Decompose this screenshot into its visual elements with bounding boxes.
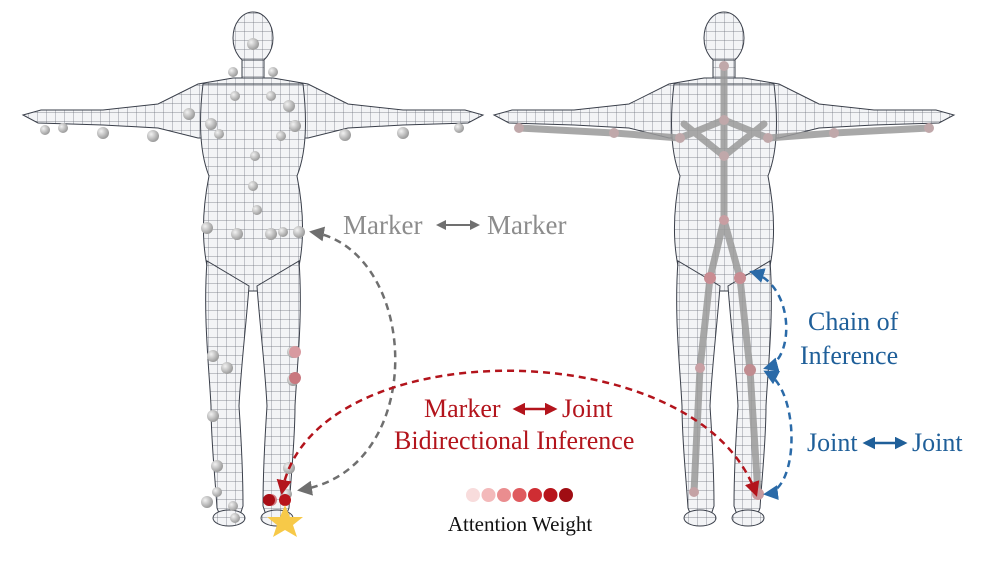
marker-joint-left-text: Marker [424,394,501,423]
star-icon [267,505,303,537]
attention-scale-dot [466,488,480,502]
joint-joint-left-text: Joint [807,428,858,457]
attention-scale-dot [481,488,496,502]
bidirectional-inference-text: Bidirectional Inference [394,426,634,455]
left-body-mesh [22,11,484,527]
target-marker-left-red [263,494,275,506]
marker-marker-left-text: Marker [343,210,422,240]
attention-weight-text: Attention Weight [448,512,592,536]
chain-line2-text: Inference [800,341,898,370]
marker-joint-label: Marker Joint Bidirectional Inference [394,394,634,455]
attention-scale-dot [559,488,573,502]
marker-marker-arrow [297,226,397,496]
attention-scale [466,488,573,502]
attention-scale-dot [497,488,511,502]
attention-weight-legend: Attention Weight [448,488,592,536]
chain-arrow-upper [749,268,788,373]
joint-joint-right-text: Joint [912,428,963,457]
attention-scale-dot [512,488,527,502]
attention-scale-dot [528,488,542,502]
right-skeleton [515,62,933,498]
joint-joint-label: Joint Joint [807,428,963,457]
chain-line1-text: Chain of [808,307,899,336]
chain-arrow-lower [763,370,793,501]
marker-marker-label: Marker Marker [343,210,566,240]
attention-scale-dot [543,488,558,502]
marker-joint-right-text: Joint [562,394,613,423]
chain-of-inference-label: Chain of Inference [800,307,899,370]
marker-marker-right-text: Marker [487,210,566,240]
marker-joint-arrow [276,369,760,497]
